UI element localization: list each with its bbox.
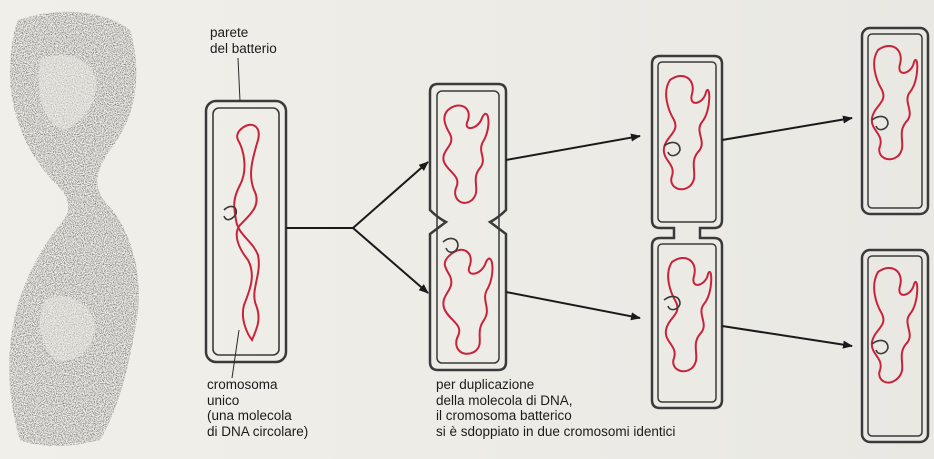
bacterium-cell-2 [430,84,506,370]
label-single-chromosome: cromosoma unico (una molecola di DNA cir… [207,377,308,439]
chromosome-pointer-line [232,330,239,378]
label-line: della molecola di DNA, [436,393,675,409]
wall-pointer-line [238,58,240,101]
bacterium-cell-4-bottom [862,250,928,442]
label-line: si è sdoppiato in due cromosomi identici [436,424,675,440]
label-line: parete [210,25,277,41]
label-line: di DNA circolare) [207,424,308,440]
bacterium-cell-3 [652,56,722,408]
bacterium-cell-1 [206,58,286,378]
arrows-3 [722,118,852,346]
dna-strand-3b [666,258,711,371]
label-line: del batterio [210,41,277,57]
label-line: per duplicazione [436,377,675,393]
dna-strand-3a [664,76,709,189]
dna-strand-2b [443,250,492,354]
micrograph-image [9,12,139,446]
label-line: cromosoma [207,377,308,393]
dna-strand-2a [443,105,488,202]
branch-arrows-1 [286,162,428,293]
label-dna-duplication: per duplicazione della molecola di DNA, … [436,377,675,439]
label-bacterial-wall: parete del batterio [210,25,277,56]
label-line: unico [207,393,308,409]
dna-strand-4a [872,46,917,159]
arrows-2 [506,136,640,318]
dna-strand-4b [872,268,917,383]
bacterium-cell-4-top [862,28,928,214]
dna-strand-1 [234,125,259,340]
label-line: (una molecola [207,408,308,424]
label-line: il cromosoma batterico [436,408,675,424]
